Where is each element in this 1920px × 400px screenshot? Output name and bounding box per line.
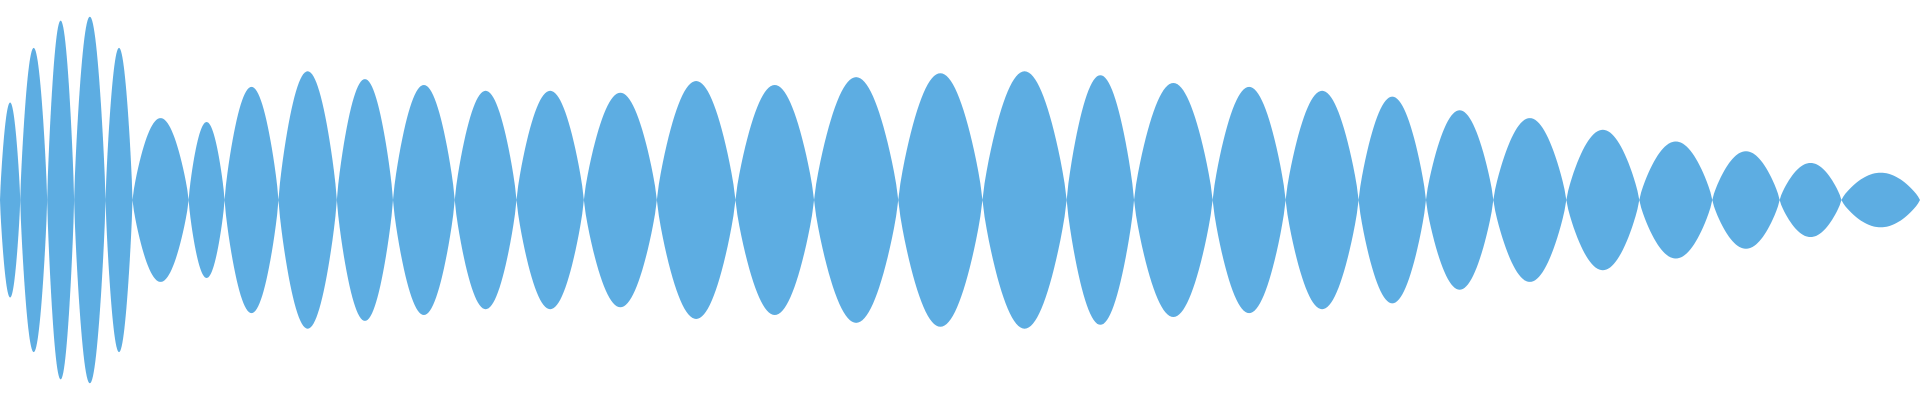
- waveform-lobe: [454, 90, 517, 310]
- waveform-lobe: [1639, 141, 1713, 259]
- waveform-lobe: [336, 79, 393, 321]
- waveform-lobe: [1134, 83, 1213, 317]
- waveform-lobe: [0, 102, 21, 298]
- waveform-lobe: [1066, 75, 1135, 325]
- waveform-lobe: [1212, 86, 1286, 314]
- waveform-lobe: [278, 71, 337, 329]
- waveform-lobe: [516, 90, 584, 310]
- waveform-lobe: [1493, 118, 1567, 282]
- waveform-lobe: [47, 20, 75, 380]
- waveform-lobe: [105, 47, 133, 353]
- waveform-lobe: [1841, 172, 1920, 228]
- waveform-lobe: [583, 92, 657, 308]
- waveform-lobe: [1425, 110, 1494, 290]
- waveform-lobe: [132, 118, 189, 282]
- waveform-lobe: [898, 73, 983, 327]
- waveform-lobes: [0, 16, 1920, 384]
- waveform-lobe: [74, 16, 106, 384]
- waveform-lobe: [735, 84, 815, 316]
- waveform-lobe: [1566, 129, 1640, 271]
- waveform-lobe: [188, 122, 225, 278]
- waveform-lobe: [814, 77, 899, 323]
- waveform-lobe: [1779, 162, 1842, 238]
- waveform-lobe: [20, 47, 48, 353]
- waveform-lobe: [1285, 90, 1359, 310]
- waveform-lobe: [656, 81, 736, 319]
- waveform-lobe: [1358, 96, 1426, 304]
- waveform-lobe: [392, 84, 455, 316]
- waveform-lobe: [224, 86, 279, 314]
- waveform-lobe: [1712, 151, 1780, 249]
- waveform-lobe: [982, 71, 1067, 329]
